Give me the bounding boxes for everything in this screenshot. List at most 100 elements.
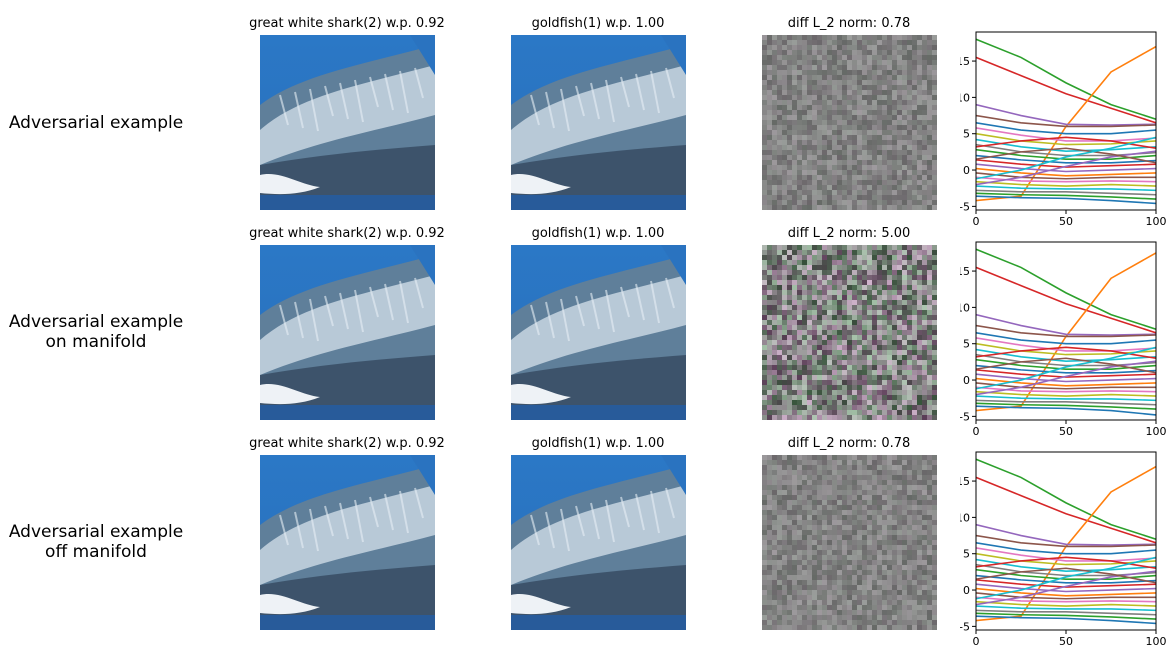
noise-pixel xyxy=(842,315,847,320)
noise-pixel xyxy=(812,415,817,420)
noise-pixel xyxy=(877,375,882,380)
noise-pixel xyxy=(852,375,857,380)
shark-reflection-line xyxy=(575,85,585,117)
shark-teeth xyxy=(260,593,320,615)
noise-pixel xyxy=(817,310,822,315)
noise-pixel xyxy=(857,205,862,210)
noise-pixel xyxy=(932,180,937,185)
water-bottom xyxy=(260,615,435,630)
shark-reflection-line xyxy=(635,493,645,531)
noise-pixel xyxy=(832,590,837,595)
noise-pixel xyxy=(797,585,802,590)
noise-pixel xyxy=(807,300,812,305)
noise-pixel xyxy=(827,150,832,155)
noise-pixel xyxy=(832,250,837,255)
noise-pixel xyxy=(777,35,782,40)
noise-pixel xyxy=(782,330,787,335)
noise-pixel xyxy=(787,170,792,175)
noise-pixel xyxy=(772,315,777,320)
noise-pixel xyxy=(812,600,817,605)
noise-pixel xyxy=(872,415,877,420)
noise-pixel xyxy=(762,620,767,625)
noise-pixel xyxy=(892,305,897,310)
noise-pixel xyxy=(862,540,867,545)
noise-pixel xyxy=(877,105,882,110)
shark-reflection-line xyxy=(560,88,570,132)
noise-pixel xyxy=(887,545,892,550)
noise-pixel xyxy=(887,575,892,580)
noise-pixel xyxy=(767,480,772,485)
noise-pixel xyxy=(897,180,902,185)
noise-pixel xyxy=(897,485,902,490)
noise-pixel xyxy=(857,50,862,55)
noise-pixel xyxy=(817,45,822,50)
noise-pixel xyxy=(802,565,807,570)
noise-pixel xyxy=(862,190,867,195)
noise-pixel xyxy=(882,50,887,55)
noise-pixel xyxy=(792,110,797,115)
noise-pixel xyxy=(822,470,827,475)
noise-pixel xyxy=(907,340,912,345)
noise-pixel xyxy=(872,145,877,150)
noise-pixel xyxy=(772,495,777,500)
noise-pixel xyxy=(837,140,842,145)
noise-pixel xyxy=(852,145,857,150)
noise-pixel xyxy=(862,185,867,190)
noise-pixel xyxy=(902,480,907,485)
noise-pixel xyxy=(832,160,837,165)
noise-pixel xyxy=(877,290,882,295)
noise-pixel xyxy=(792,50,797,55)
noise-pixel xyxy=(927,175,932,180)
noise-pixel xyxy=(777,310,782,315)
noise-pixel xyxy=(812,55,817,60)
noise-pixel xyxy=(817,80,822,85)
noise-pixel xyxy=(777,455,782,460)
x-tick-label: 100 xyxy=(1146,215,1167,226)
noise-pixel xyxy=(862,150,867,155)
noise-pixel xyxy=(877,580,882,585)
noise-pixel xyxy=(857,250,862,255)
series-line xyxy=(976,395,1156,402)
noise-pixel xyxy=(812,525,817,530)
noise-pixel xyxy=(812,350,817,355)
noise-pixel xyxy=(847,205,852,210)
noise-pixel xyxy=(767,195,772,200)
noise-pixel xyxy=(767,615,772,620)
noise-pixel xyxy=(777,185,782,190)
noise-pixel xyxy=(902,525,907,530)
noise-pixel xyxy=(862,165,867,170)
noise-pixel xyxy=(932,160,937,165)
noise-pixel xyxy=(837,90,842,95)
noise-pixel xyxy=(877,185,882,190)
noise-pixel xyxy=(832,35,837,40)
noise-pixel xyxy=(842,155,847,160)
noise-pixel xyxy=(847,275,852,280)
noise-pixel xyxy=(897,570,902,575)
noise-pixel xyxy=(867,365,872,370)
shark-reflection-line xyxy=(339,82,349,120)
noise-pixel xyxy=(892,330,897,335)
noise-pixel xyxy=(887,465,892,470)
noise-pixel xyxy=(872,345,877,350)
noise-pixel xyxy=(827,590,832,595)
noise-pixel xyxy=(857,575,862,580)
noise-pixel xyxy=(767,545,772,550)
noise-pixel xyxy=(922,160,927,165)
noise-pixel xyxy=(932,600,937,605)
noise-pixel xyxy=(877,200,882,205)
noise-pixel xyxy=(777,45,782,50)
noise-pixel xyxy=(807,115,812,120)
noise-pixel xyxy=(867,490,872,495)
noise-pixel xyxy=(887,535,892,540)
noise-pixel xyxy=(827,60,832,65)
noise-pixel xyxy=(807,600,812,605)
noise-pixel xyxy=(837,205,842,210)
noise-pixel xyxy=(882,625,887,630)
noise-pixel xyxy=(907,120,912,125)
noise-pixel xyxy=(797,85,802,90)
noise-pixel xyxy=(817,535,822,540)
noise-pixel xyxy=(787,70,792,75)
noise-pixel xyxy=(812,275,817,280)
noise-pixel xyxy=(772,455,777,460)
noise-pixel xyxy=(797,185,802,190)
